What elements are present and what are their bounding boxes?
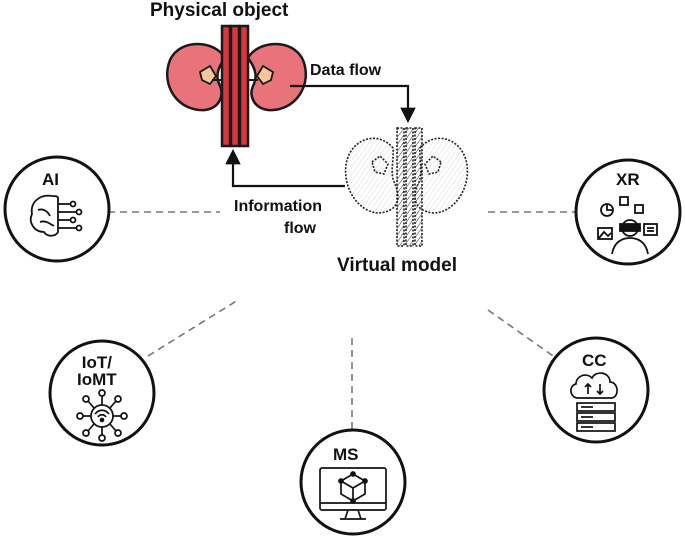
sketched-kidney-icon [344,127,469,247]
data-flow-label: Data flow [310,62,382,79]
node-ai [3,155,111,263]
xr-label: XR [616,170,640,189]
information-flow-arrow [225,148,345,188]
virtual-model-title: Virtual model [337,255,458,276]
connector-iot [147,299,239,357]
dashed-connectors [108,211,580,430]
information-flow-line1: Information [234,198,322,215]
cc-label: CC [582,351,607,370]
circuit-brain-icon [29,194,83,237]
connector-cc [487,309,557,359]
monitor-cube-icon [319,467,387,520]
iot-iomt-label: IoT/ IoMT [77,354,117,388]
node-xr [574,158,682,266]
node-iot [48,339,156,447]
node-ms [299,428,407,536]
data-flow-arrow [290,84,416,124]
iot-label-line1: IoT/ [81,353,112,372]
vr-headset-person-icon [597,196,658,255]
information-flow-line2: flow [284,220,316,237]
kidney-icon [165,24,308,148]
flow-arrows [225,84,416,188]
information-flow-label: Information flow [234,196,322,240]
node-cc [542,336,650,444]
iot-label-line2: IoMT [77,370,117,389]
physical-object-title: Physical object [150,0,289,21]
wifi-network-hub-icon [76,389,128,442]
ai-label: AI [42,170,59,189]
ms-label: MS [333,445,359,464]
cloud-server-icon [570,372,618,432]
